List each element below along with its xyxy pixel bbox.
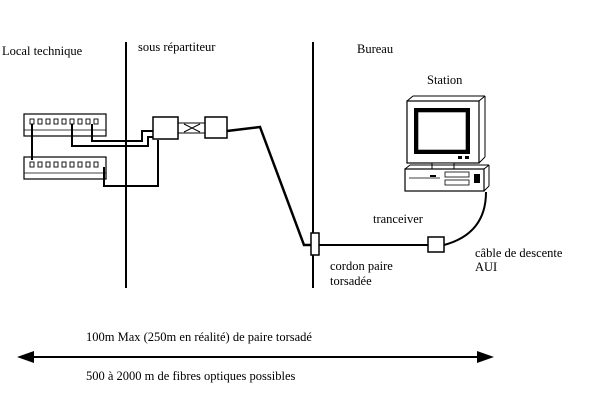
cordon-label-line1: cordon paire [330, 259, 393, 273]
distance-double-arrow [17, 351, 494, 363]
repartiteur-box-left [152, 116, 179, 140]
patch-cords [31, 124, 159, 187]
zone-label-local-technique: Local technique [2, 44, 83, 58]
computer-station-icon [404, 95, 490, 192]
cable-aui-label-line2: AUI [475, 260, 497, 274]
cable-aui-label-line1: câble de descente [475, 246, 563, 260]
repartiteur-box-right [204, 116, 228, 139]
zone-label-sous-repartiteur: sous répartiteur [138, 40, 216, 54]
zone-label-bureau: Bureau [357, 42, 394, 56]
twisted-pair-cable [226, 125, 311, 247]
transceiver-box [427, 236, 445, 253]
patch-panel-bottom [23, 156, 107, 180]
distance-fibres-optiques: 500 à 2000 m de fibres optiques possible… [86, 369, 295, 383]
station-label: Station [427, 73, 463, 87]
patch-panel-top [23, 113, 107, 137]
cordon-label-line2: torsadée [330, 274, 372, 288]
wall-outlet [310, 232, 320, 256]
tranceiver-label: tranceiver [373, 212, 424, 226]
crossover-link [178, 122, 205, 134]
aui-drop-cable [443, 191, 487, 246]
distance-paire-torsadee: 100m Max (250m en réalité) de paire tors… [86, 330, 312, 344]
